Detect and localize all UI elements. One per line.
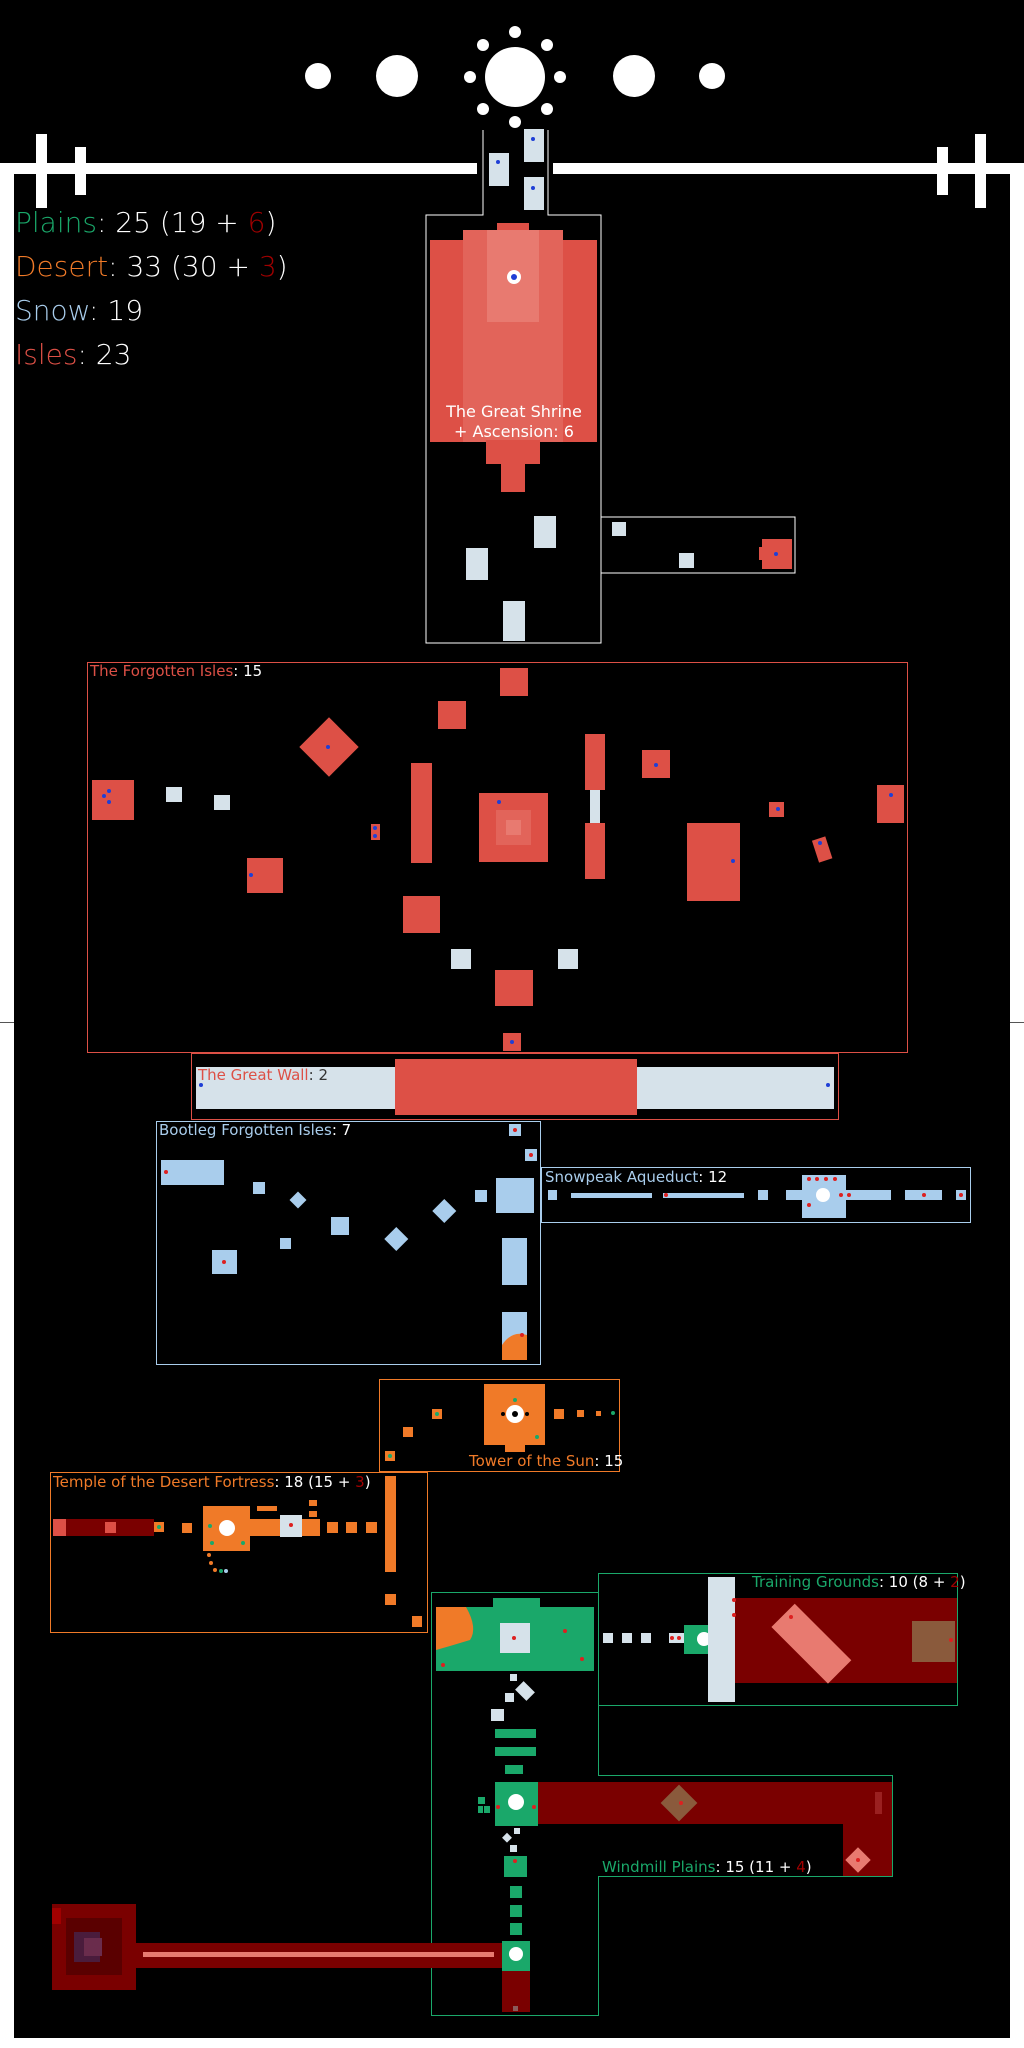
region-a: 11	[755, 1858, 775, 1876]
region-paren: )	[805, 1858, 812, 1876]
frame-post	[937, 147, 948, 195]
frame-post	[36, 134, 47, 208]
region-b: 2	[950, 1573, 960, 1591]
legend-isles-name: Isles	[15, 338, 78, 371]
great-wall-label: The Great Wall: 2	[198, 1066, 328, 1084]
shrine-label-line2: + Ascension: 6	[454, 422, 574, 441]
bootleg-isles-region	[156, 1121, 541, 1365]
snowpeak-label: Snowpeak Aqueduct: 12	[545, 1168, 728, 1186]
region-plus: +	[333, 1473, 356, 1491]
forgotten-isles-label: The Forgotten Isles: 15	[90, 662, 263, 680]
desert-fortress-region	[50, 1472, 428, 1633]
region-count: 2	[318, 1066, 328, 1084]
legend-isles-total: 23	[95, 338, 132, 371]
legend-plains-b: 6	[247, 206, 266, 239]
region-count: 10	[888, 1573, 908, 1591]
legend-desert-name: Desert	[15, 250, 109, 283]
legend-isles: Isles: 23	[15, 338, 132, 371]
region-count: 18	[284, 1473, 304, 1491]
legend-paren: )	[276, 250, 288, 283]
region-plus: +	[928, 1573, 951, 1591]
region-b: 3	[355, 1473, 365, 1491]
region-name: Bootleg Forgotten Isles	[159, 1121, 332, 1139]
entrance-corridor	[425, 129, 796, 644]
legend-paren: (	[159, 206, 171, 239]
tower-of-sun-region	[379, 1379, 620, 1472]
desert-fortress-label: Temple of the Desert Fortress: 18 (15 + …	[53, 1473, 371, 1491]
frame-post	[75, 147, 86, 195]
great-wall-region	[191, 1053, 839, 1120]
region-paren: )	[364, 1473, 371, 1491]
moon-dot-left-small	[305, 63, 331, 89]
region-name: The Great Wall	[198, 1066, 309, 1084]
region-count: 15	[243, 662, 263, 680]
region-name: Training Grounds	[752, 1573, 879, 1591]
training-grounds-region	[598, 1573, 958, 1706]
legend-desert: Desert: 33 (30 + 3)	[15, 250, 288, 283]
region-a: 8	[918, 1573, 929, 1591]
region-paren: (	[907, 1573, 919, 1591]
legend-snow-total: 19	[107, 294, 144, 327]
region-paren: (	[303, 1473, 314, 1491]
legend-snow-name: Snow	[15, 294, 90, 327]
legend-desert-b: 3	[258, 250, 277, 283]
moon-dot-right-large	[613, 55, 655, 97]
sun-icon	[464, 26, 566, 128]
region-name: Snowpeak Aqueduct	[545, 1168, 699, 1186]
region-name: Tower of the Sun	[469, 1452, 595, 1470]
legend-paren: )	[265, 206, 277, 239]
legend-plains-total: 25	[115, 206, 151, 239]
region-name: The Forgotten Isles	[90, 662, 234, 680]
legend-plains-name: Plains	[15, 206, 97, 239]
region-paren: )	[959, 1573, 966, 1591]
moon-dot-left-large	[376, 55, 418, 97]
region-name: Windmill Plains	[602, 1858, 716, 1876]
training-label: Training Grounds: 10 (8 + 2)	[752, 1573, 966, 1591]
shrine-label-line1: The Great Shrine	[446, 402, 582, 421]
snowpeak-aqueduct-region	[541, 1167, 971, 1223]
legend-desert-total: 33	[126, 250, 163, 283]
region-count: 12	[708, 1168, 728, 1186]
region-count: 15	[604, 1452, 624, 1470]
tower-sun-label: Tower of the Sun: 15	[469, 1452, 624, 1470]
moon-dot-right-small	[699, 63, 725, 89]
legend-paren: (	[170, 250, 182, 283]
legend-plus: +	[217, 250, 259, 283]
region-plus: +	[774, 1858, 797, 1876]
great-shrine	[430, 223, 792, 641]
legend-desert-a: 30	[181, 250, 218, 283]
world-frame	[0, 134, 1024, 2048]
bootleg-isles-label: Bootleg Forgotten Isles: 7	[159, 1121, 352, 1139]
region-b: 4	[796, 1858, 806, 1876]
windmill-label: Windmill Plains: 15 (11 + 4)	[602, 1858, 812, 1876]
sky-header	[305, 26, 725, 128]
region-a: 15	[313, 1473, 334, 1491]
legend-plus: +	[206, 206, 248, 239]
region-count: 7	[341, 1121, 352, 1139]
legend-plains: Plains: 25 (19 + 6)	[15, 206, 277, 239]
region-name: Temple of the Desert Fortress	[53, 1473, 275, 1491]
legend-snow: Snow: 19	[15, 294, 144, 327]
region-count: 15	[725, 1858, 745, 1876]
legend-plains-a: 19	[170, 206, 207, 239]
shrine-label: The Great Shrine + Ascension: 6	[430, 402, 598, 442]
frame-post	[975, 134, 986, 208]
forgotten-isles-region	[87, 662, 908, 1053]
region-paren: (	[744, 1858, 756, 1876]
